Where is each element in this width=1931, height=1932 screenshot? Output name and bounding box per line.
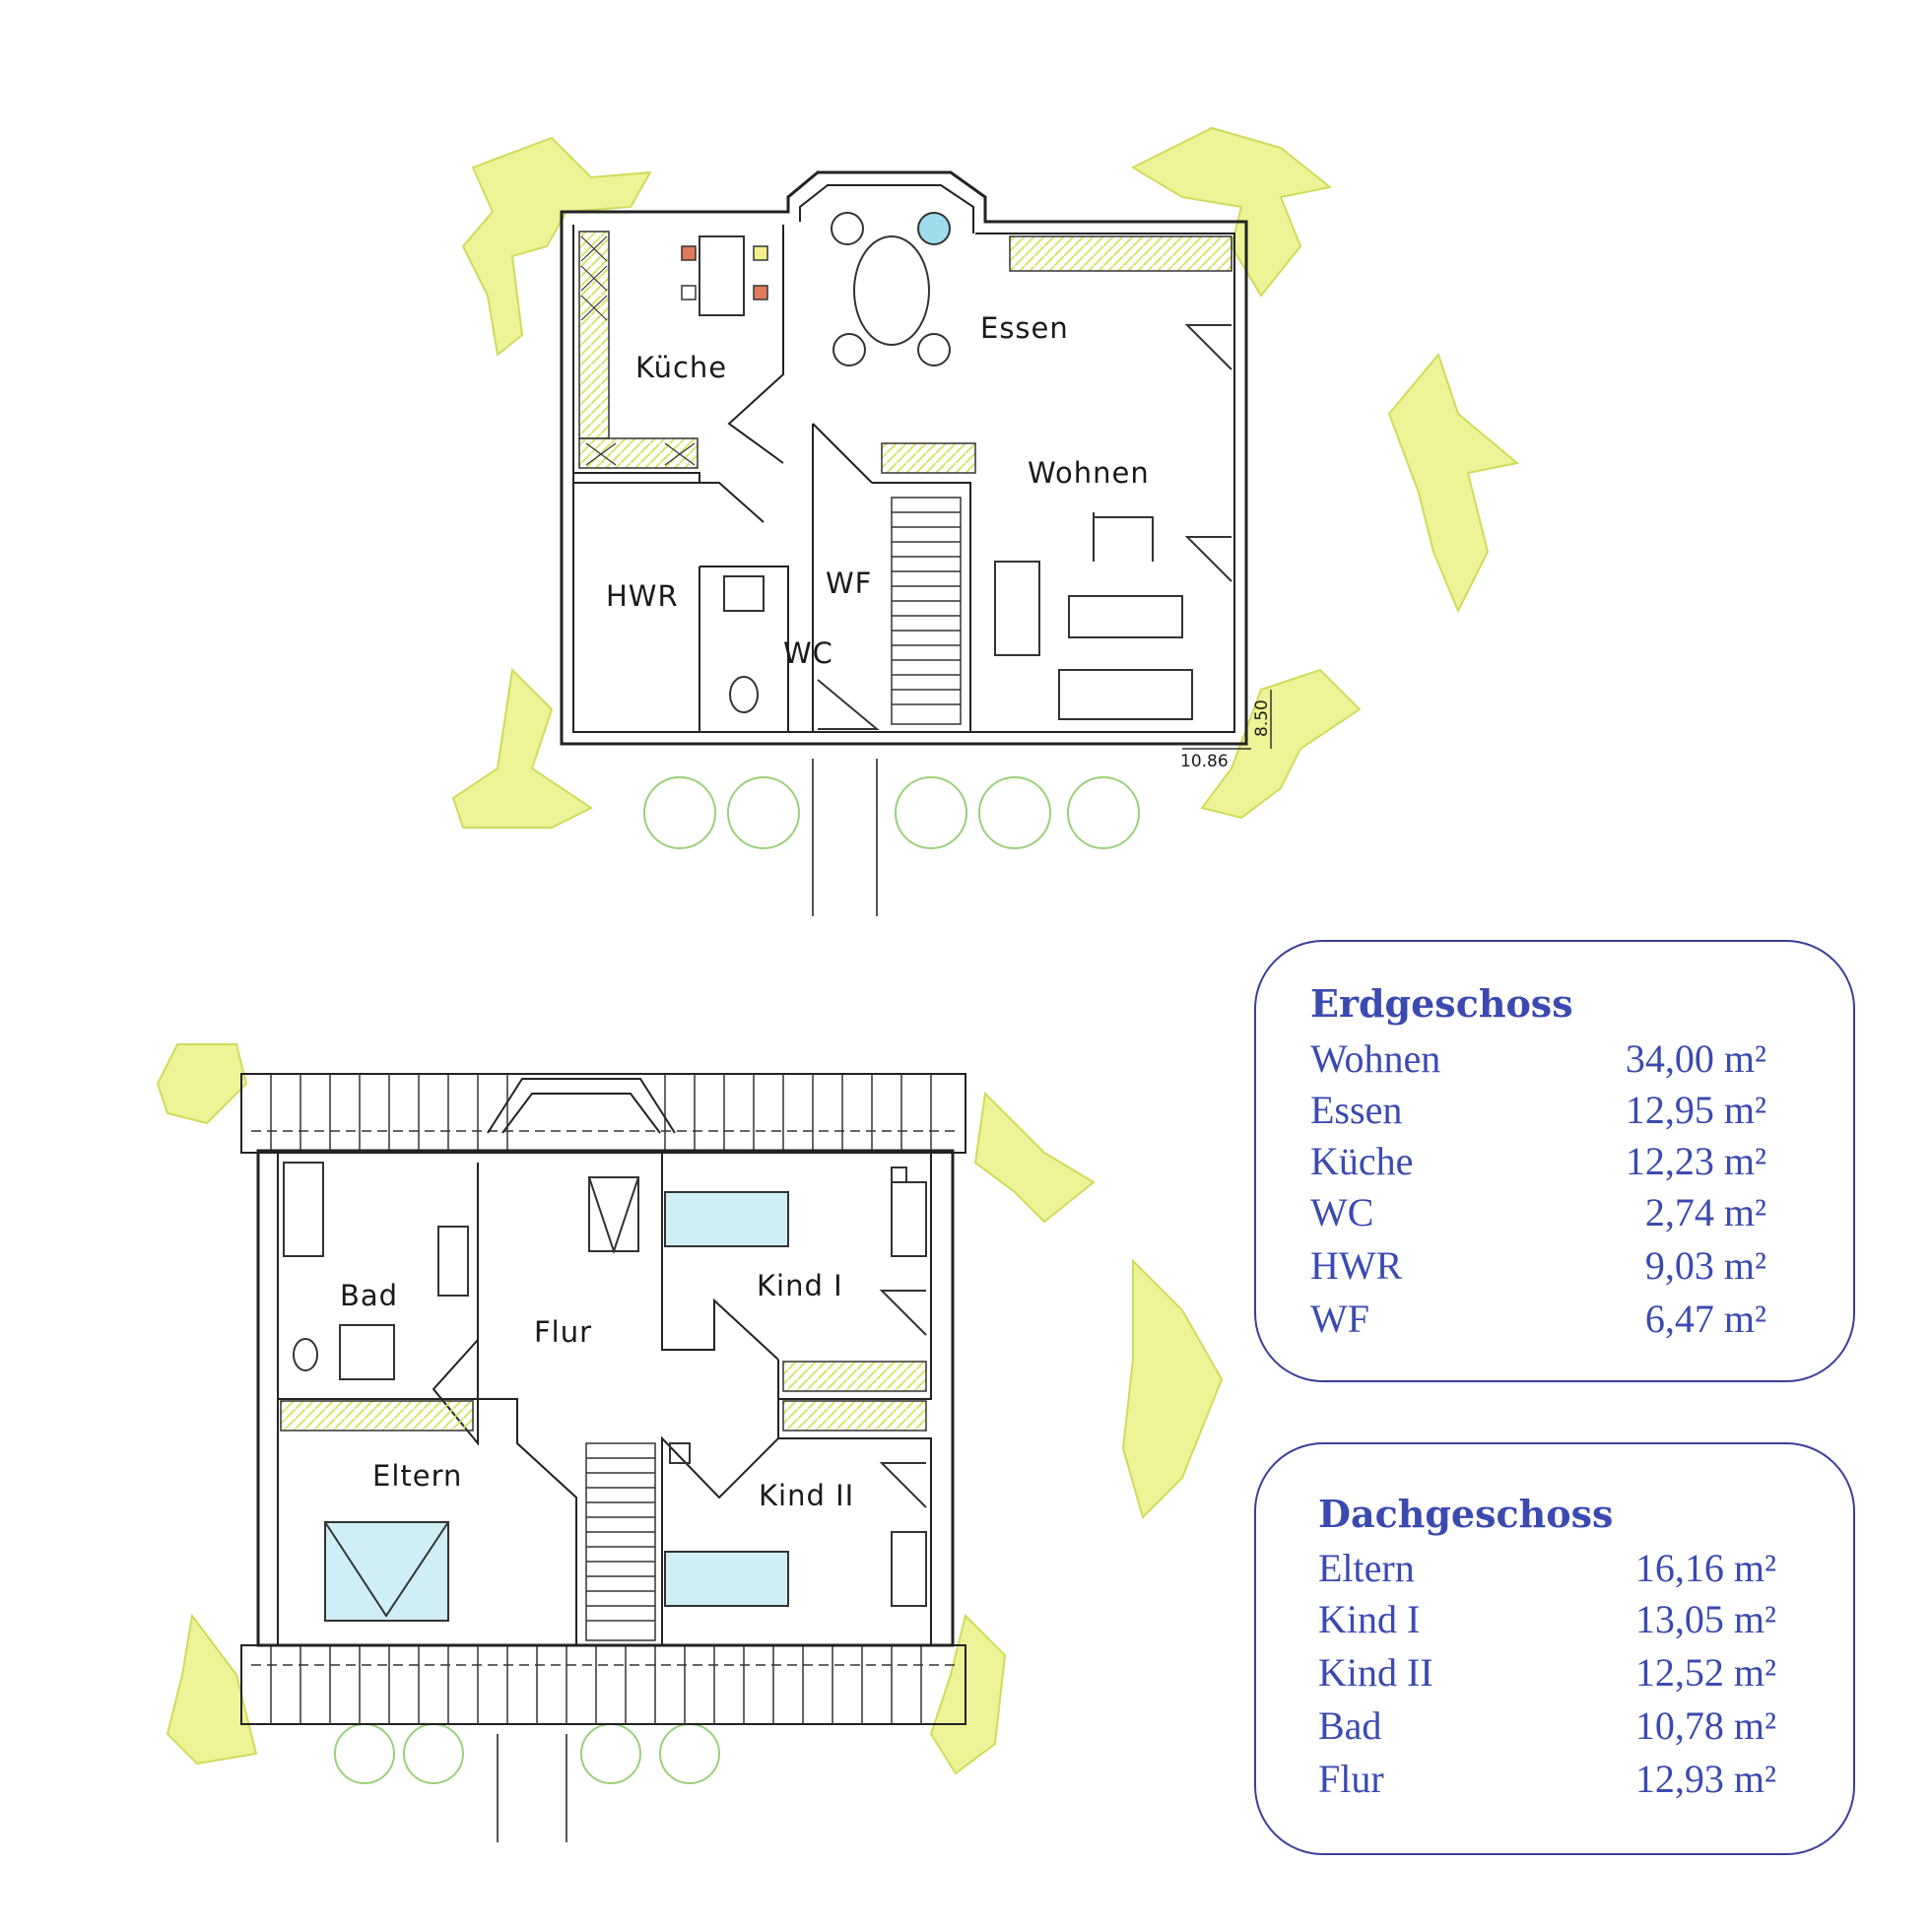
area-row-value: 12,52 m² xyxy=(1634,1650,1776,1695)
area-table-title: Dachgeschoss xyxy=(1318,1492,1614,1536)
area-row-name: WF xyxy=(1310,1297,1369,1341)
greenery-decoration xyxy=(156,126,1520,1775)
area-row: Wohnen 34,00 m² xyxy=(1310,1035,1766,1087)
area-row-value: 12,93 m² xyxy=(1634,1757,1776,1801)
area-table-rows: Wohnen 34,00 m² Essen 12,95 m² Küche 12,… xyxy=(1310,1035,1766,1361)
ground-floor-plan xyxy=(560,170,1272,750)
area-row: HWR 9,03 m² xyxy=(1310,1242,1766,1294)
area-row-name: WC xyxy=(1310,1190,1374,1234)
room-label-eltern: Eltern xyxy=(372,1459,462,1493)
area-table-dachgeschoss: Dachgeschoss Eltern 16,16 m² Kind I 13,0… xyxy=(1254,1442,1855,1855)
area-row-name: Wohnen xyxy=(1310,1036,1441,1081)
room-label-kind2: Kind II xyxy=(759,1479,854,1512)
attic-floor-stairs xyxy=(585,1442,656,1641)
area-table-erdgeschoss: Erdgeschoss Wohnen 34,00 m² Essen 12,95 … xyxy=(1254,940,1855,1382)
area-row-name: Eltern xyxy=(1318,1546,1415,1590)
area-row-name: HWR xyxy=(1310,1243,1403,1288)
area-row-value: 13,05 m² xyxy=(1634,1597,1776,1641)
area-row: Eltern 16,16 m² xyxy=(1318,1545,1776,1596)
dimension-width: 10.86 xyxy=(1180,752,1229,771)
room-label-flur: Flur xyxy=(534,1315,592,1349)
area-row-value: 34,00 m² xyxy=(1625,1036,1766,1081)
area-row-name: Essen xyxy=(1310,1088,1403,1132)
room-label-wohnen: Wohnen xyxy=(1028,456,1150,490)
room-label-hwr: HWR xyxy=(606,579,679,613)
room-label-wf: WF xyxy=(826,566,872,600)
area-row: WC 2,74 m² xyxy=(1310,1189,1766,1240)
room-label-bad: Bad xyxy=(340,1279,398,1312)
area-row-name: Kind II xyxy=(1318,1650,1433,1695)
area-row: Essen 12,95 m² xyxy=(1310,1087,1766,1138)
area-table-title: Erdgeschoss xyxy=(1310,981,1573,1026)
area-row: Kind II 12,52 m² xyxy=(1318,1649,1776,1700)
area-row: Bad 10,78 m² xyxy=(1318,1702,1776,1754)
room-label-essen: Essen xyxy=(980,311,1069,345)
area-row-value: 2,74 m² xyxy=(1644,1190,1766,1234)
room-label-kind1: Kind I xyxy=(757,1269,843,1302)
dimension-depth: 8.50 xyxy=(1252,700,1272,737)
area-row: Flur 12,93 m² xyxy=(1318,1756,1776,1807)
area-row-value: 12,95 m² xyxy=(1625,1088,1766,1132)
trees-decoration xyxy=(334,776,1140,1784)
area-row: Kind I 13,05 m² xyxy=(1318,1596,1776,1647)
area-row-name: Küche xyxy=(1310,1139,1414,1183)
room-label-kueche: Küche xyxy=(635,351,727,384)
area-row-name: Flur xyxy=(1318,1757,1384,1801)
area-row: Küche 12,23 m² xyxy=(1310,1138,1766,1189)
attic-floor-plan xyxy=(240,1073,966,1725)
area-row-value: 9,03 m² xyxy=(1644,1243,1766,1288)
area-row: WF 6,47 m² xyxy=(1310,1296,1766,1347)
ground-floor-stairs xyxy=(891,497,962,725)
room-label-wc: WC xyxy=(783,636,833,670)
area-row-value: 12,23 m² xyxy=(1625,1139,1766,1183)
area-row-name: Kind I xyxy=(1318,1597,1421,1641)
area-table-rows: Eltern 16,16 m² Kind I 13,05 m² Kind II … xyxy=(1318,1545,1776,1831)
area-row-value: 16,16 m² xyxy=(1634,1546,1776,1590)
area-row-value: 10,78 m² xyxy=(1634,1703,1776,1748)
path-lines xyxy=(497,759,878,1842)
area-row-name: Bad xyxy=(1318,1703,1382,1748)
area-row-value: 6,47 m² xyxy=(1644,1297,1766,1341)
